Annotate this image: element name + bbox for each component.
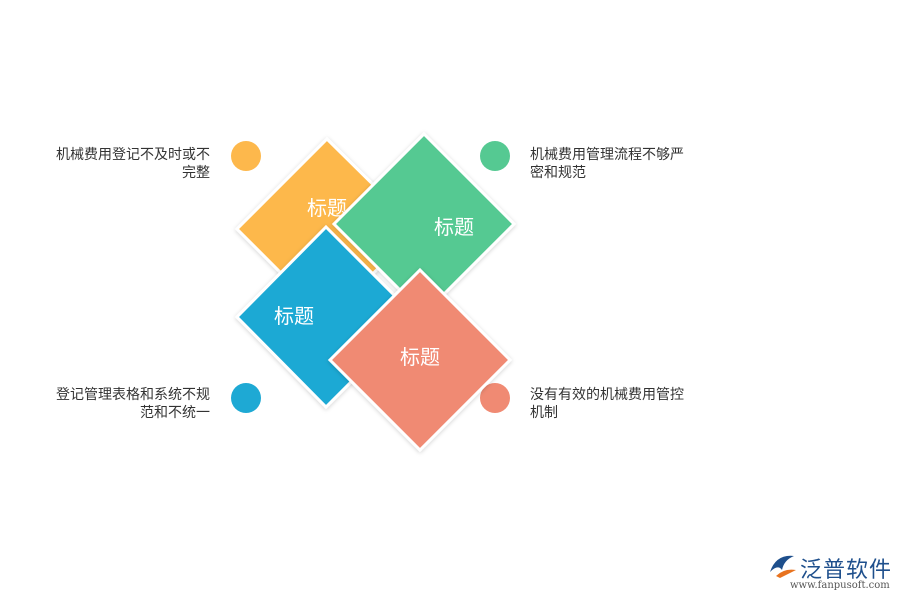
diamond-top-right-label: 标题 (434, 215, 474, 239)
diamond-bottom-left: 标题 (234, 224, 419, 410)
label-top-right: 机械费用管理流程不够严密和规范 (530, 147, 684, 181)
logo-icon (770, 555, 796, 578)
diamond-bottom-left-label: 标题 (274, 304, 314, 328)
brand-logo: 泛普软件 www.fanpusoft.com (766, 548, 896, 596)
diamond-bottom-right: 标题 (327, 267, 513, 453)
dot-top-left (231, 141, 261, 171)
dot-bottom-left (231, 383, 261, 413)
label-bottom-right: 没有有效的机械费用管控机制 (530, 387, 684, 421)
dot-bottom-right (480, 383, 510, 413)
dot-top-right (480, 141, 510, 171)
logo-url: www.fanpusoft.com (790, 580, 890, 591)
diamond-bottom-right-label: 标题 (400, 345, 440, 369)
logo-name: 泛普软件 (800, 558, 893, 583)
label-bottom-left: 登记管理表格和系统不规范和不统一 (56, 387, 210, 421)
label-top-left: 机械费用登记不及时或不完整 (56, 147, 210, 181)
